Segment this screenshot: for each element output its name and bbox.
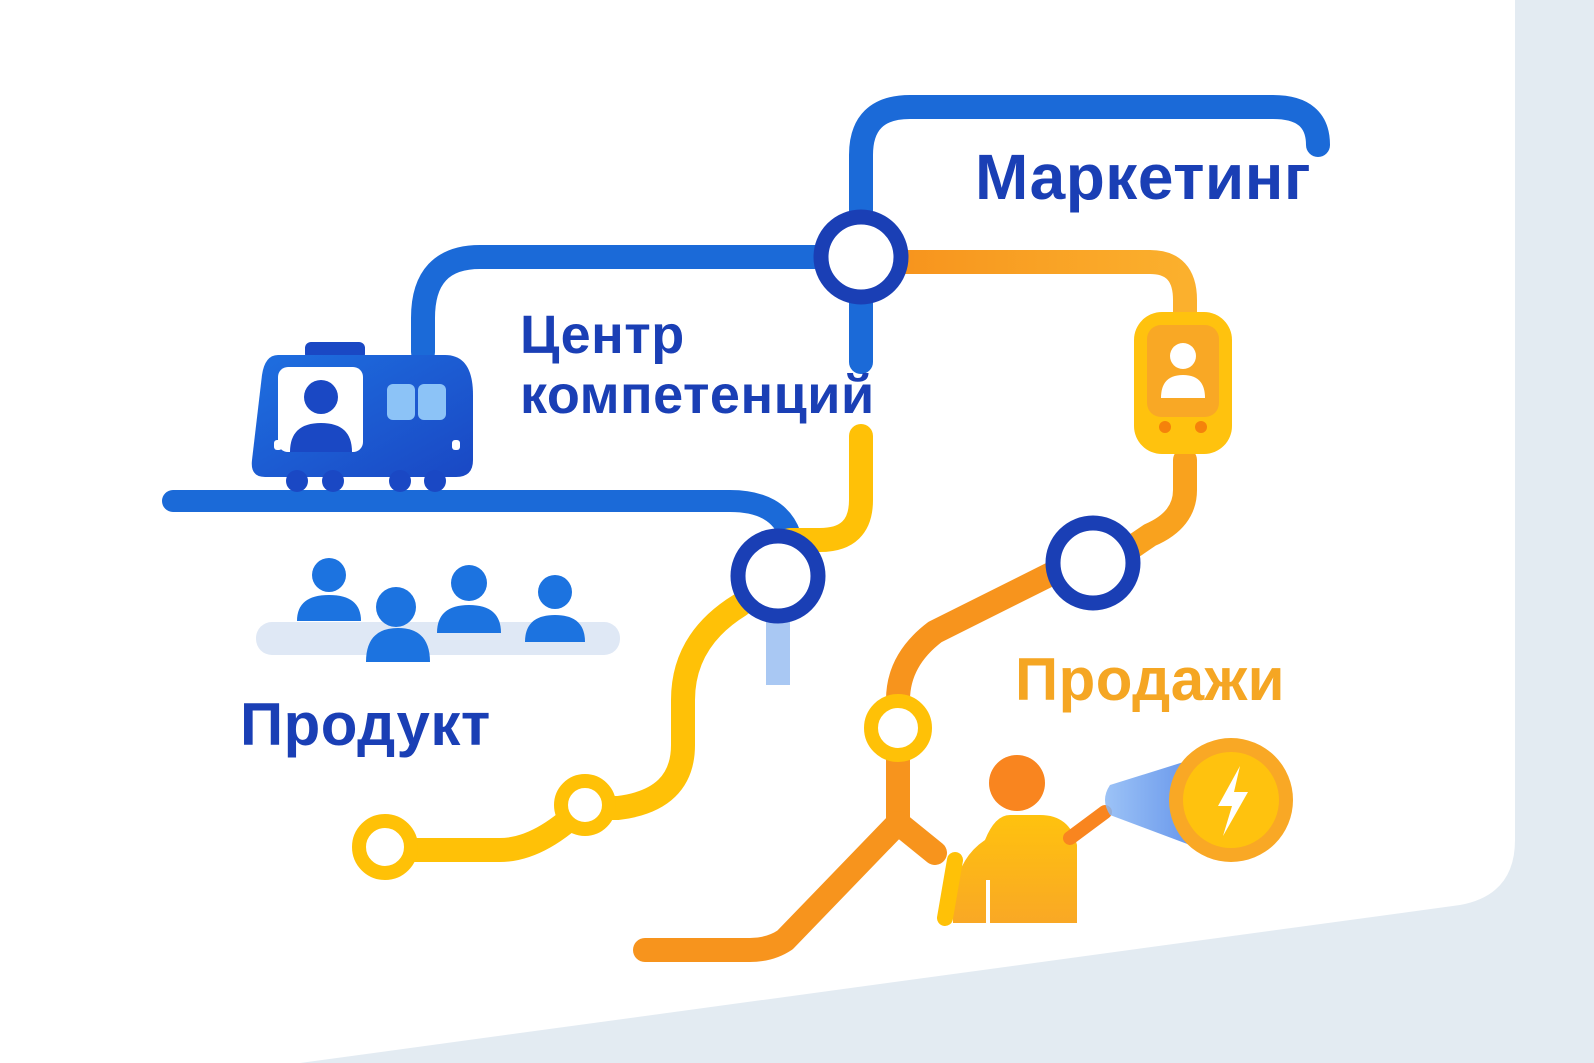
station-yellow-1 <box>554 774 616 836</box>
tram-icon <box>251 342 473 492</box>
label-product: Продукт <box>240 691 491 758</box>
label-competence-center-line2: компетенций <box>520 365 875 425</box>
people-group-icon <box>256 558 620 662</box>
interchange-station-top <box>813 209 909 305</box>
interchange-station-left <box>730 528 826 624</box>
label-marketing: Маркетинг <box>975 141 1312 213</box>
label-competence-center: Центр компетенций <box>520 305 875 425</box>
lightning-coin-icon <box>1169 738 1293 862</box>
stations <box>352 209 1141 880</box>
interchange-station-right <box>1045 515 1141 611</box>
label-sales: Продажи <box>1015 646 1286 713</box>
station-orange-1 <box>864 694 932 762</box>
line-stub <box>766 617 790 685</box>
light-beam <box>1105 760 1190 845</box>
background-panels <box>300 0 1594 1063</box>
station-yellow-2 <box>352 814 418 880</box>
phone-user-icon <box>1134 312 1232 454</box>
person-pointing-icon <box>937 755 1112 926</box>
label-competence-center-line1: Центр <box>520 305 685 365</box>
